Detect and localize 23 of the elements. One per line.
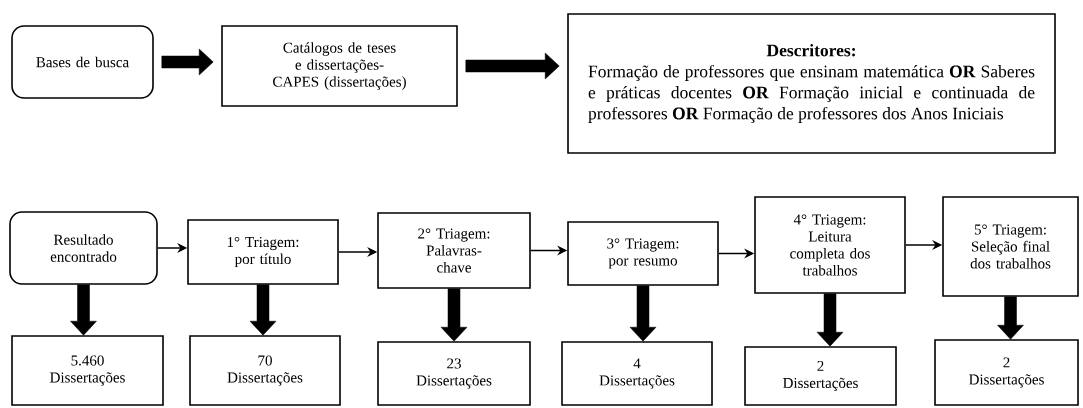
process-box: Catálogos de teses e dissertações-CAPES (dissertações) (221, 25, 458, 107)
process-box: 1° Triagem: por título (187, 219, 339, 285)
result-box: 70 Dissertações (189, 335, 341, 406)
block-arrow (629, 285, 657, 342)
process-box: 4° Triagem: Leitura completa dos trabalhos (754, 196, 906, 294)
result-box: 2 Dissertações (934, 339, 1079, 406)
process-box: 2° Triagem: Palavras-chave (377, 212, 531, 289)
rounded-box: Resultado encontrado (9, 211, 158, 285)
result-box: 4 Dissertações (561, 341, 713, 406)
block-arrow (465, 52, 560, 80)
result-box: 2 Dissertações (744, 346, 897, 406)
result-box: 5.460 Dissertações (11, 335, 164, 406)
descriptor-box: Descritores: Formação de professores que ensinam matemática OR Saberes e práticas docentes OR Formação inicial e continuada de professores OR Formação de professores dos Anos Iniciais (567, 13, 1056, 154)
block-arrow (161, 48, 214, 76)
block-arrow (249, 284, 277, 336)
process-box: 3° Triagem: por resumo (567, 221, 719, 286)
process-box: 5° Triagem: Seleção final dos trabalhos (942, 196, 1079, 297)
result-box: 23 Dissertações (377, 341, 531, 406)
block-arrow (997, 296, 1024, 340)
block-arrow (816, 293, 844, 347)
block-arrow (70, 284, 97, 336)
rounded-box: Bases de busca (11, 25, 154, 99)
block-arrow (440, 288, 468, 342)
